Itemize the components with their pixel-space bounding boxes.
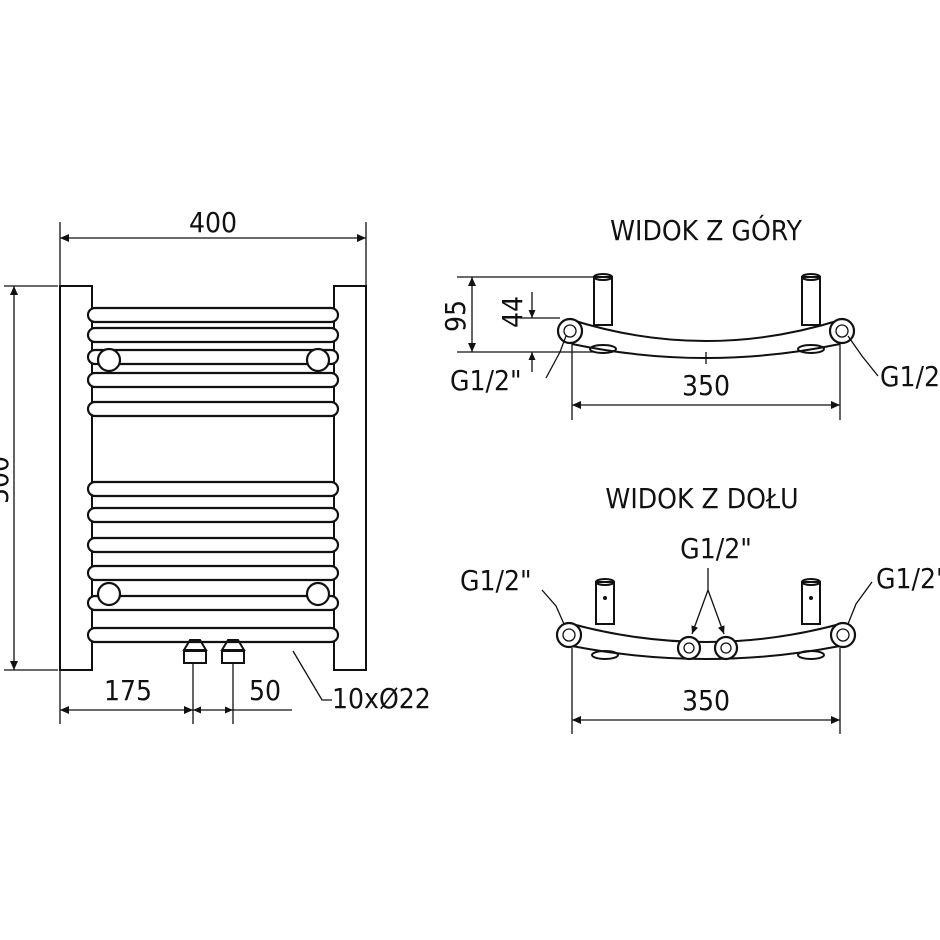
tube: [86, 480, 340, 498]
left-collector: [59, 285, 93, 671]
tube: [86, 400, 340, 418]
top-view-title: WIDOK Z GÓRY: [610, 213, 802, 247]
tube: [86, 564, 340, 582]
height-dimension: 500: [0, 285, 58, 671]
connection-valves: [182, 639, 246, 664]
tubes-label: 10xØ22: [332, 682, 431, 715]
tube: [86, 506, 340, 524]
width-dimension: 400: [59, 206, 367, 286]
right-collector: [333, 285, 367, 671]
spacing-label: 50: [249, 674, 281, 707]
tube: [86, 326, 340, 344]
bottom-curved-tube: [571, 623, 841, 643]
bottom-connection-right: G1/2": [876, 562, 940, 595]
bottom-width-dimension: 350: [571, 648, 841, 734]
left-offset-label: 175: [104, 674, 152, 707]
front-view: 400 500: [0, 206, 431, 724]
curved-tube: [571, 319, 841, 342]
height-label: 500: [0, 456, 15, 504]
depth-label: 95: [439, 300, 472, 332]
tube: [86, 594, 340, 612]
top-connection-left: G1/2": [450, 364, 522, 397]
axis-label: 44: [496, 296, 529, 328]
bottom-view: WIDOK Z DOŁU G1/2" G1/2" G1/: [460, 482, 940, 734]
bottom-dimensions: 175 50: [59, 664, 292, 724]
top-width-label: 350: [682, 369, 730, 402]
bottom-width-label: 350: [682, 684, 730, 717]
tube: [86, 306, 340, 324]
bottom-connection-center: G1/2": [680, 532, 752, 565]
top-width-dimension: 350: [571, 343, 841, 420]
wall-brackets: [96, 347, 331, 607]
width-label: 400: [189, 206, 237, 239]
tube: [86, 536, 340, 554]
radiator-tubes: [86, 306, 340, 644]
top-view-posts: [589, 273, 825, 354]
tube: [86, 626, 340, 644]
tube: [86, 371, 340, 389]
top-connection-right: G1/2": [880, 360, 940, 393]
bottom-view-title: WIDOK Z DOŁU: [605, 482, 798, 515]
depth-dimensions: 95 44: [439, 276, 594, 372]
bottom-connection-left: G1/2": [460, 564, 532, 597]
top-view: WIDOK Z GÓRY 95 44 G1: [439, 213, 940, 420]
tube: [86, 348, 340, 366]
tubes-callout: 10xØ22: [292, 650, 431, 715]
